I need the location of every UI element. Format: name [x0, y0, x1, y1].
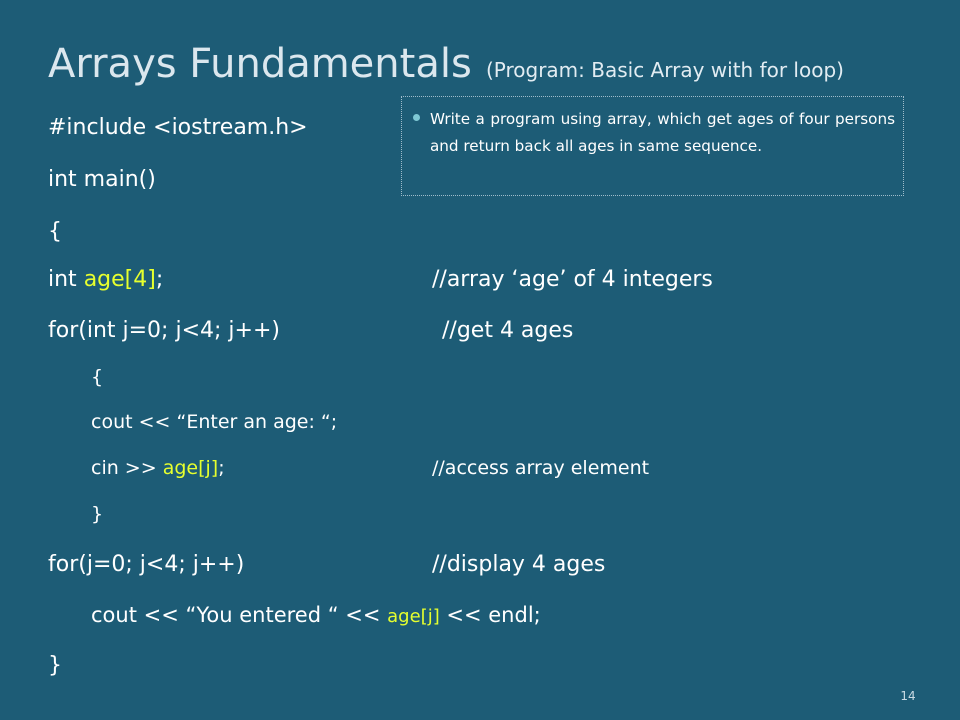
title-subtitle: (Program: Basic Array with for loop)	[485, 58, 844, 82]
code-open-brace: {	[48, 219, 62, 244]
title-main: Arrays Fundamentals	[48, 41, 472, 87]
cin-prefix: cin >>	[91, 457, 163, 479]
code-main-signature: int main()	[48, 167, 156, 192]
comment-display-ages: //display 4 ages	[432, 552, 606, 577]
comment-array-declaration: //array ‘age’ of 4 integers	[432, 267, 713, 292]
semicolon: ;	[155, 267, 164, 292]
code-cin-statement: cin >> age[j];	[91, 459, 225, 478]
comment-access-element: //access array element	[432, 457, 650, 479]
code-close-brace: }	[48, 653, 62, 678]
array-element-highlight: age[j]	[387, 606, 440, 627]
array-name-highlight: age[4]	[83, 267, 156, 292]
code-include: #include <iostream.h>	[48, 115, 308, 140]
code-for-input-loop: for(int j=0; j<4; j++)	[48, 318, 280, 343]
assignment-text: Write a program using array, which get a…	[430, 110, 895, 155]
array-element-highlight: age[j]	[162, 457, 219, 479]
cout-suffix: << endl;	[439, 603, 541, 627]
code-inner-open-brace: {	[91, 366, 104, 388]
code-inner-close-brace: }	[91, 503, 104, 525]
page-number: 14	[900, 689, 916, 703]
code-cout-prompt: cout << “Enter an age: “;	[91, 411, 338, 433]
keyword-int: int	[48, 267, 84, 292]
code-for-output-loop: for(j=0; j<4; j++)	[48, 552, 245, 577]
assignment-note: Write a program using array, which get a…	[401, 96, 904, 196]
slide-title: Arrays Fundamentals (Program: Basic Arra…	[48, 44, 844, 84]
code-cout-output: cout << “You entered “ << age[j] << endl…	[91, 605, 541, 626]
code-array-declaration: int age[4];	[48, 269, 163, 291]
bullet-icon	[413, 114, 420, 121]
cout-prefix: cout << “You entered “ <<	[91, 603, 388, 627]
semicolon: ;	[218, 457, 225, 479]
comment-get-ages: //get 4 ages	[442, 318, 574, 343]
